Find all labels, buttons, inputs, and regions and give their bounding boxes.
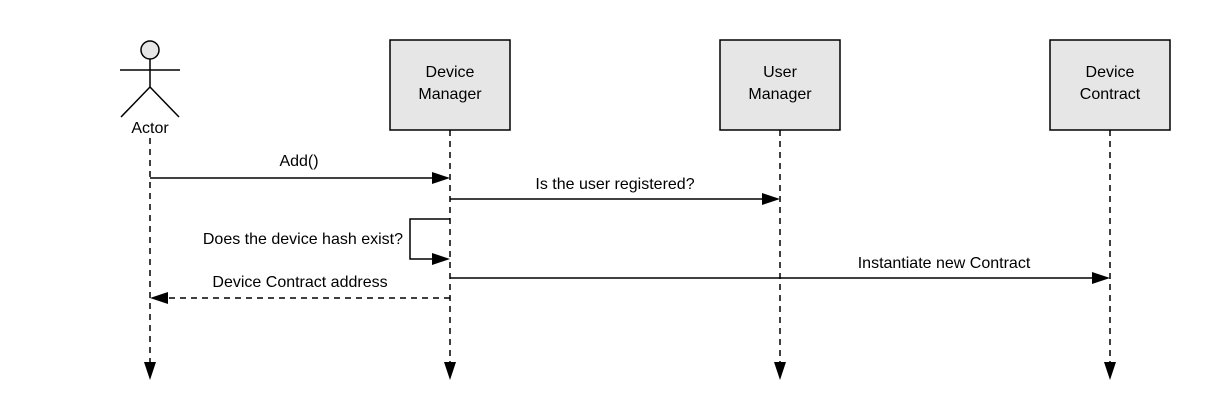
message-label: Is the user registered? <box>535 176 694 193</box>
arrowhead-icon <box>762 193 780 205</box>
actor-leg-left <box>120 86 151 118</box>
lifeline-end-arrow <box>1104 362 1116 380</box>
participant-box <box>1049 39 1171 131</box>
message-instantiate-contract: Instantiate new Contract <box>450 255 1110 284</box>
lifeline-end-arrow <box>144 362 156 380</box>
participant-box <box>719 39 841 131</box>
message-label: Instantiate new Contract <box>858 255 1031 272</box>
lifeline-ends <box>144 362 1116 380</box>
actor-label: Actor <box>131 120 169 137</box>
arrowhead-icon <box>1092 272 1110 284</box>
arrowhead-icon <box>150 292 168 304</box>
participant-label-line: User <box>763 64 797 81</box>
self-loop-line <box>409 218 450 260</box>
actor-figure <box>120 40 180 118</box>
participant-device-contract: Device Contract <box>1049 39 1171 131</box>
arrowhead-icon <box>432 172 450 184</box>
message-device-contract-address: Device Contract address <box>150 274 450 304</box>
participant-label-line: Manager <box>748 86 812 103</box>
actor-leg-right <box>149 86 180 118</box>
message-label: Device Contract address <box>212 274 387 291</box>
participant-label-line: Contract <box>1080 86 1141 103</box>
participant-device-manager: Device Manager <box>389 39 511 131</box>
message-device-hash-exists: Does the device hash exist? <box>203 218 450 265</box>
message-label: Does the device hash exist? <box>203 231 403 248</box>
lifelines <box>149 130 1111 364</box>
actor-head-icon <box>140 40 160 60</box>
lifeline-end-arrow <box>444 362 456 380</box>
message-user-registered: Is the user registered? <box>450 176 780 205</box>
participant-user-manager: User Manager <box>719 39 841 131</box>
message-add: Add() <box>150 153 450 184</box>
participant-box <box>389 39 511 131</box>
lifeline-end-arrow <box>774 362 786 380</box>
participant-label-line: Manager <box>418 86 482 103</box>
participant-label-line: Device <box>426 64 475 81</box>
participant-label-line: Device <box>1086 64 1135 81</box>
message-label: Add() <box>279 153 318 170</box>
arrowhead-icon <box>432 253 450 265</box>
